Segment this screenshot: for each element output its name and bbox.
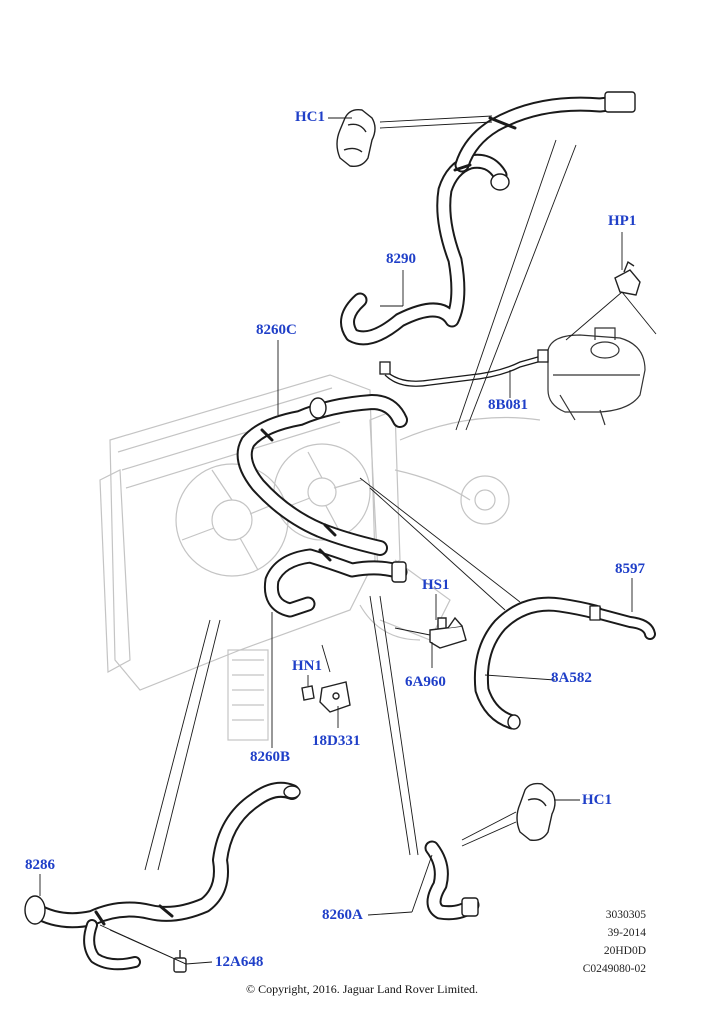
hose-8a582 bbox=[473, 596, 603, 730]
callout-8a582: 8A582 bbox=[551, 670, 592, 686]
reference-line-1: 3030305 bbox=[605, 909, 646, 921]
callout-8290: 8290 bbox=[386, 251, 416, 267]
expansion-tank bbox=[547, 327, 646, 426]
callout-12a648: 12A648 bbox=[215, 954, 264, 970]
callout-8260c: 8260C bbox=[256, 322, 297, 338]
callout-hn1: HN1 bbox=[292, 658, 322, 674]
callout-hs1: HS1 bbox=[422, 577, 450, 593]
callout-18d331: 18D331 bbox=[312, 733, 361, 749]
callout-6a960: 6A960 bbox=[405, 674, 446, 690]
pipe-8b081 bbox=[379, 349, 549, 387]
hose-8597 bbox=[589, 605, 656, 640]
reference-line-3: 20HD0D bbox=[603, 945, 646, 957]
hn1-nut-and-18d331-bracket bbox=[301, 681, 351, 713]
copyright-notice: © Copyright, 2016. Jaguar Land Rover Lim… bbox=[245, 982, 479, 996]
leader-lines bbox=[39, 115, 657, 965]
hose-8260c bbox=[236, 394, 408, 556]
hc1-clamp-top bbox=[336, 108, 376, 168]
hc1-clamp-bottom bbox=[516, 782, 556, 842]
hp1-sensor bbox=[614, 260, 641, 296]
reference-line-2: 39-2014 bbox=[607, 927, 646, 939]
radiator-fan-assembly-ghost bbox=[99, 374, 541, 741]
sensor-12a648 bbox=[173, 950, 187, 973]
hose-8260a bbox=[424, 840, 480, 921]
hose-8290 bbox=[340, 91, 636, 346]
callout-8260b: 8260B bbox=[250, 749, 291, 765]
callout-hp1: HP1 bbox=[608, 213, 637, 229]
callout-8260a: 8260A bbox=[322, 907, 363, 923]
reference-line-4: C0249080-02 bbox=[582, 963, 646, 975]
callout-8286: 8286 bbox=[25, 857, 55, 873]
callout-8597: 8597 bbox=[615, 561, 645, 577]
hs1-screw-and-6a960-bracket bbox=[429, 616, 467, 649]
hose-8260b bbox=[263, 548, 408, 618]
callout-hc1-top: HC1 bbox=[295, 109, 325, 125]
hose-8286 bbox=[24, 781, 301, 971]
callout-8b081: 8B081 bbox=[488, 397, 529, 413]
callout-hc1-bottom: HC1 bbox=[582, 792, 612, 808]
